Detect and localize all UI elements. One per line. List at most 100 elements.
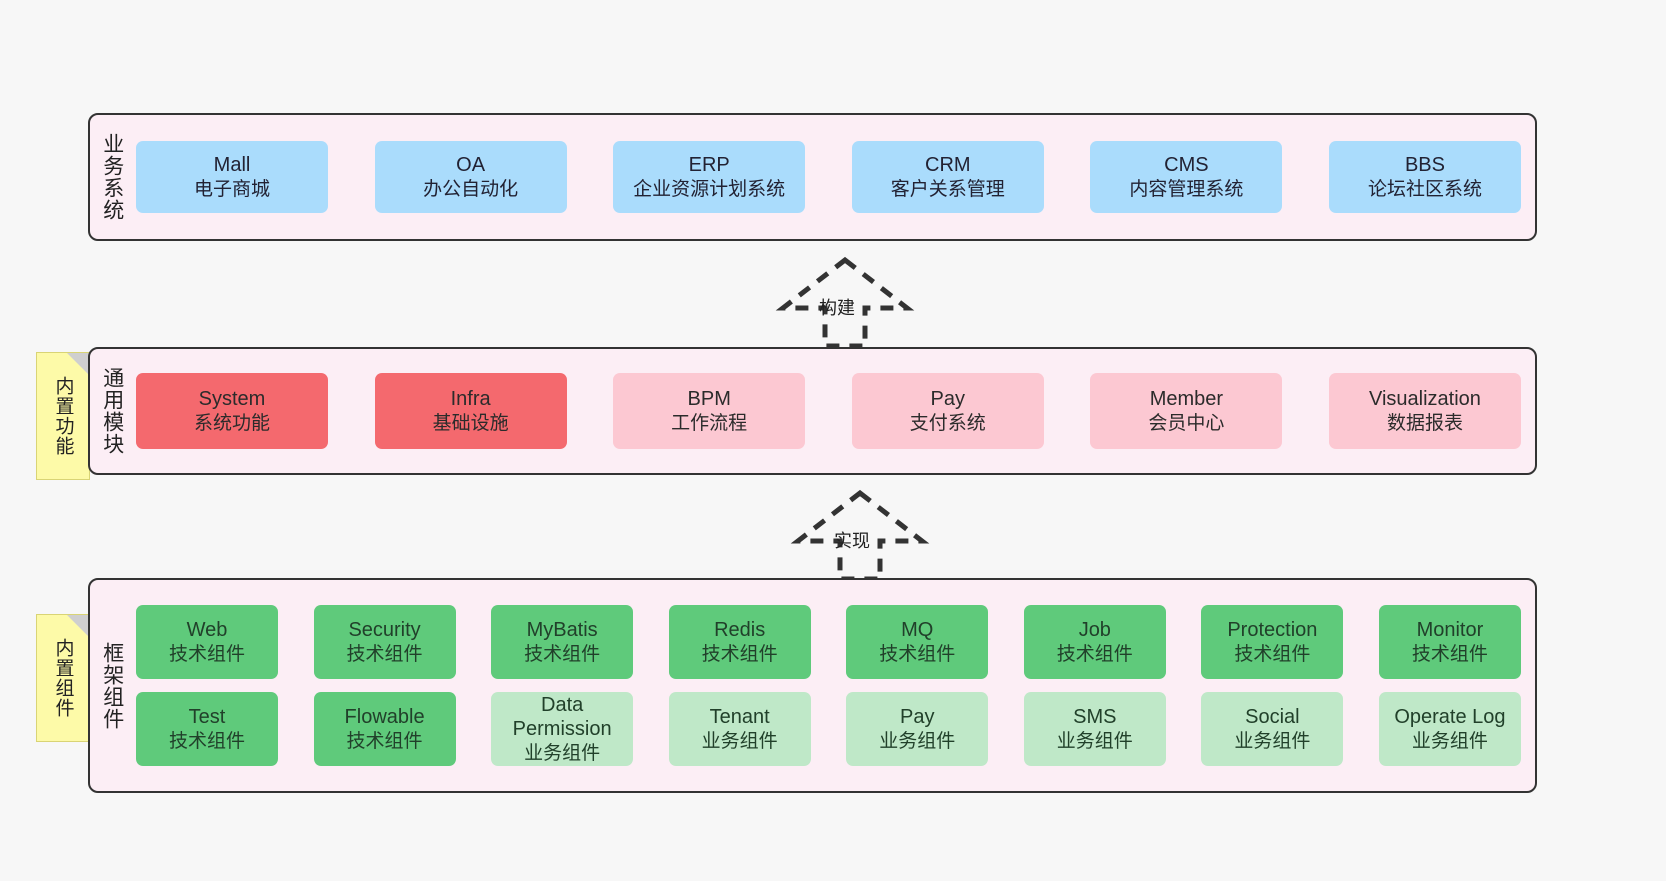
card-subtitle: 基础设施 bbox=[432, 412, 509, 434]
card-title: BBS bbox=[1404, 154, 1445, 177]
card-title: Protection bbox=[1227, 619, 1318, 642]
card-title: Pay bbox=[900, 706, 935, 729]
card-title: Tenant bbox=[709, 706, 770, 729]
card-protection[interactable]: Protection 技术组件 bbox=[1201, 605, 1344, 679]
layer-title-framework: 框架组件 bbox=[100, 641, 124, 730]
card-subtitle: 技术组件 bbox=[1411, 643, 1488, 665]
card-title: OA bbox=[456, 154, 486, 177]
card-subtitle: 技术组件 bbox=[1234, 643, 1311, 665]
card-row-tech: Web 技术组件 Security 技术组件 MyBatis 技术组件 Redi… bbox=[136, 605, 1521, 679]
card-infra[interactable]: Infra 基础设施 bbox=[374, 373, 567, 449]
card-title: BPM bbox=[687, 388, 731, 411]
card-subtitle: 内容管理系统 bbox=[1129, 178, 1244, 200]
card-title: Job bbox=[1078, 619, 1111, 642]
card-bpm[interactable]: BPM 工作流程 bbox=[613, 373, 806, 449]
layer-body-business: Mall 电子商城 OA 办公自动化 ERP 企业资源计划系统 CRM 客户关系… bbox=[134, 115, 1535, 239]
card-sms[interactable]: SMS 业务组件 bbox=[1023, 692, 1166, 766]
note-fold-corner-icon bbox=[67, 353, 89, 375]
card-subtitle: 业务组件 bbox=[1234, 730, 1311, 752]
card-subtitle: 业务组件 bbox=[1056, 730, 1133, 752]
connector-implement-arrow: 实现 bbox=[770, 489, 950, 582]
card-title: Infra bbox=[450, 388, 491, 411]
card-title: Test bbox=[188, 706, 226, 729]
card-test[interactable]: Test 技术组件 bbox=[136, 692, 278, 766]
card-subtitle: 办公自动化 bbox=[423, 178, 519, 200]
card-title: Pay bbox=[930, 388, 966, 411]
card-subtitle: 技术组件 bbox=[346, 643, 423, 665]
card-subtitle: 业务组件 bbox=[1411, 730, 1488, 752]
card-web[interactable]: Web 技术组件 bbox=[136, 605, 278, 679]
layer-framework-components[interactable]: 框架组件 Web 技术组件 Security 技术组件 MyBatis 技术组件… bbox=[88, 578, 1537, 793]
card-subtitle: 业务组件 bbox=[879, 730, 956, 752]
card-bbs[interactable]: BBS 论坛社区系统 bbox=[1328, 141, 1521, 213]
card-system[interactable]: System 系统功能 bbox=[136, 373, 328, 449]
card-subtitle: 论坛社区系统 bbox=[1367, 178, 1482, 200]
card-row-business: Test 技术组件 Flowable 技术组件 Data Permission … bbox=[136, 692, 1521, 766]
card-subtitle: 客户关系管理 bbox=[890, 178, 1005, 200]
connector-label-implement: 实现 bbox=[834, 531, 870, 551]
card-flowable[interactable]: Flowable 技术组件 bbox=[313, 692, 456, 766]
card-mq[interactable]: MQ 技术组件 bbox=[846, 605, 989, 679]
card-title: System bbox=[198, 388, 266, 411]
card-subtitle: 数据报表 bbox=[1386, 412, 1463, 434]
card-title: Mall bbox=[213, 154, 251, 177]
card-redis[interactable]: Redis 技术组件 bbox=[668, 605, 811, 679]
card-security[interactable]: Security 技术组件 bbox=[313, 605, 456, 679]
card-title: Data Permission bbox=[512, 694, 612, 741]
note-label: 内置功能 bbox=[52, 376, 74, 456]
layer-body-framework: Web 技术组件 Security 技术组件 MyBatis 技术组件 Redi… bbox=[134, 580, 1535, 791]
card-data-permission[interactable]: Data Permission 业务组件 bbox=[491, 692, 634, 766]
card-subtitle: 电子商城 bbox=[193, 178, 270, 200]
card-oa[interactable]: OA 办公自动化 bbox=[374, 141, 567, 213]
card-tenant[interactable]: Tenant 业务组件 bbox=[668, 692, 811, 766]
note-builtin-features: 内置功能 bbox=[36, 352, 90, 480]
card-monitor[interactable]: Monitor 技术组件 bbox=[1378, 605, 1521, 679]
card-erp[interactable]: ERP 企业资源计划系统 bbox=[613, 141, 806, 213]
card-mall[interactable]: Mall 电子商城 bbox=[136, 141, 328, 213]
card-title: Redis bbox=[714, 619, 766, 642]
card-pay-module[interactable]: Pay 支付系统 bbox=[851, 373, 1044, 449]
card-subtitle: 工作流程 bbox=[671, 412, 748, 434]
layer-body-common: System 系统功能 Infra 基础设施 BPM 工作流程 Pay 支付系统… bbox=[134, 349, 1535, 473]
card-subtitle: 技术组件 bbox=[701, 643, 778, 665]
card-subtitle: 系统功能 bbox=[193, 412, 270, 434]
card-subtitle: 企业资源计划系统 bbox=[633, 178, 786, 200]
card-subtitle: 技术组件 bbox=[1056, 643, 1133, 665]
card-title: Visualization bbox=[1369, 388, 1481, 411]
card-subtitle: 支付系统 bbox=[909, 412, 986, 434]
card-subtitle: 业务组件 bbox=[701, 730, 778, 752]
card-title: Flowable bbox=[344, 706, 425, 729]
card-cms[interactable]: CMS 内容管理系统 bbox=[1090, 141, 1283, 213]
card-title: Operate Log bbox=[1394, 706, 1506, 729]
card-pay-component[interactable]: Pay 业务组件 bbox=[846, 692, 989, 766]
layer-common-modules[interactable]: 通用模块 System 系统功能 Infra 基础设施 BPM 工作流程 Pay… bbox=[88, 347, 1537, 475]
card-title: CMS bbox=[1164, 154, 1209, 177]
card-mybatis[interactable]: MyBatis 技术组件 bbox=[491, 605, 634, 679]
card-subtitle: 技术组件 bbox=[879, 643, 956, 665]
card-visualization[interactable]: Visualization 数据报表 bbox=[1328, 373, 1521, 449]
card-title: Member bbox=[1149, 388, 1224, 411]
connector-build-arrow: 构建 bbox=[755, 256, 935, 349]
card-subtitle: 技术组件 bbox=[524, 643, 601, 665]
card-row: System 系统功能 Infra 基础设施 BPM 工作流程 Pay 支付系统… bbox=[136, 373, 1521, 449]
card-job[interactable]: Job 技术组件 bbox=[1023, 605, 1166, 679]
card-title: MyBatis bbox=[526, 619, 598, 642]
card-title: MQ bbox=[901, 619, 934, 642]
card-subtitle: 会员中心 bbox=[1148, 412, 1225, 434]
note-label: 内置组件 bbox=[52, 638, 74, 718]
layer-business-systems[interactable]: 业务系统 Mall 电子商城 OA 办公自动化 ERP 企业资源计划系统 CRM… bbox=[88, 113, 1537, 241]
card-title: Monitor bbox=[1416, 619, 1484, 642]
note-builtin-components: 内置组件 bbox=[36, 614, 90, 742]
card-subtitle: 技术组件 bbox=[346, 730, 423, 752]
card-crm[interactable]: CRM 客户关系管理 bbox=[851, 141, 1044, 213]
card-row: Mall 电子商城 OA 办公自动化 ERP 企业资源计划系统 CRM 客户关系… bbox=[136, 141, 1521, 213]
connector-label-build: 构建 bbox=[819, 298, 855, 318]
card-member[interactable]: Member 会员中心 bbox=[1090, 373, 1283, 449]
card-social[interactable]: Social 业务组件 bbox=[1201, 692, 1344, 766]
card-title: SMS bbox=[1073, 706, 1117, 729]
card-title: ERP bbox=[688, 154, 730, 177]
layer-title-common: 通用模块 bbox=[100, 367, 124, 455]
card-operate-log[interactable]: Operate Log 业务组件 bbox=[1378, 692, 1521, 766]
card-title: CRM bbox=[925, 154, 971, 177]
